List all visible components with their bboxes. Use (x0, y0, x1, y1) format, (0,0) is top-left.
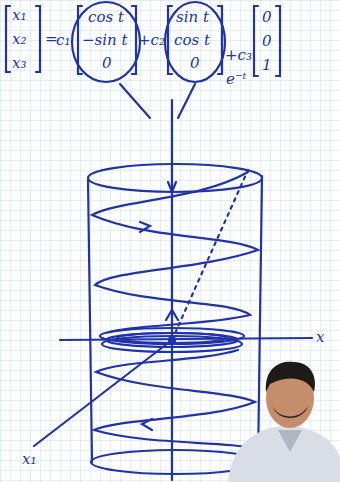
equation-term: c₁ (56, 33, 70, 48)
equation-term: 0 (190, 56, 200, 71)
equation-term: cos t (88, 10, 124, 25)
ink (6, 2, 312, 480)
equation-term: x₁ (12, 8, 26, 23)
axis-label: x₁ (22, 452, 36, 467)
equation-term: 1 (262, 58, 272, 73)
equation-term: = (45, 32, 58, 47)
equation-term: sin t (176, 10, 209, 25)
equation-term: +c₃ (225, 48, 252, 63)
equation-term: cos t (174, 33, 210, 48)
equation-term: 0 (262, 34, 272, 49)
equation-term: 0 (262, 10, 272, 25)
equation-term: e⁻ᵗ (226, 72, 247, 87)
equation-term: +c₂ (138, 33, 165, 48)
equation-term: −sin t (82, 33, 128, 48)
equation-term: x₃ (12, 56, 26, 71)
axis-label: x (316, 330, 324, 345)
equation-term: x₂ (12, 32, 26, 47)
lecturer-photo (228, 362, 340, 482)
equation-term: 0 (102, 56, 112, 71)
